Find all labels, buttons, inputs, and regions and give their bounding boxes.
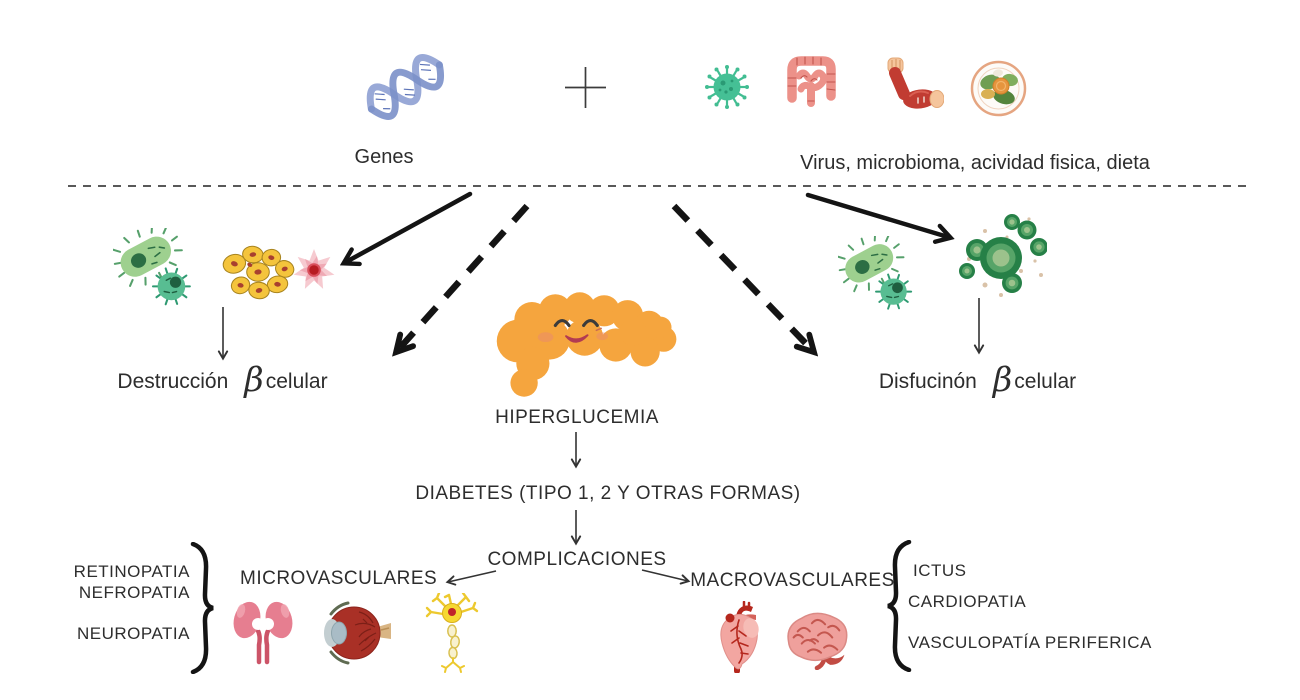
bacteria-icon-right (838, 236, 916, 316)
islet-cells-icon (222, 245, 295, 300)
arrow-dashed-right (671, 203, 812, 350)
macro-item-vasculopatia: VASCULOPATÍA PERIFERICA (908, 633, 1152, 652)
micro-item-retinopatia: RETINOPATIA (73, 562, 190, 581)
macro-item-cardiopatia: CARDIOPATIA (908, 592, 1027, 611)
micro-brace (190, 542, 214, 674)
celular-word: celular (265, 370, 328, 393)
microvascular-label: MICROVASCULARES (240, 568, 438, 589)
arrow-to-microvascular (445, 570, 497, 586)
food-plate-icon (970, 60, 1027, 117)
immune-cell-icon (293, 249, 335, 289)
intestine-icon (787, 56, 836, 107)
heart-icon (720, 601, 759, 673)
eye-icon (324, 601, 391, 665)
micro-item-neuropatia: NEUROPATIA (77, 624, 190, 643)
complications-label: COMPLICACIONES (487, 549, 667, 570)
arrow-solid-right (805, 192, 948, 237)
destruction-word: Destrucción (117, 370, 229, 393)
arrow-solid-left (346, 191, 473, 262)
brain-icon (787, 612, 848, 670)
genes-label: Genes (354, 146, 414, 168)
dna-icon (366, 54, 444, 120)
hyperglycemia-label: HIPERGLUCEMIA (495, 407, 659, 428)
celular-word: celular (1014, 370, 1077, 393)
macro-brace (887, 540, 912, 672)
beta-dysfunction-label: Disfucinón β celular (878, 359, 1077, 399)
muscle-arm-icon (887, 57, 944, 109)
micro-item-nefropatia: NEFROPATIA (78, 583, 190, 602)
beta-destruction-label: Destrucción β celular (117, 359, 328, 399)
macro-item-ictus: ICTUS (913, 561, 967, 580)
plus-icon (565, 67, 606, 108)
diabetes-label: DIABETES (TIPO 1, 2 Y OTRAS FORMAS) (415, 483, 801, 504)
environment-label: Virus, microbioma, acividad fisica, diet… (800, 152, 1150, 174)
kidney-left (233, 601, 264, 665)
macrovascular-label: MACROVASCULARES (690, 570, 895, 591)
kidneys-icon (233, 601, 293, 665)
kidney-right (262, 601, 293, 665)
beta-cells-icon (959, 214, 1047, 297)
pancreas-icon (496, 292, 677, 397)
bacteria-icon-left (113, 228, 195, 312)
virus-icon (705, 65, 749, 109)
arrow-to-macrovascular (641, 569, 691, 585)
neuron-icon (425, 593, 479, 673)
dysfunction-word: Disfucinón (878, 370, 977, 393)
